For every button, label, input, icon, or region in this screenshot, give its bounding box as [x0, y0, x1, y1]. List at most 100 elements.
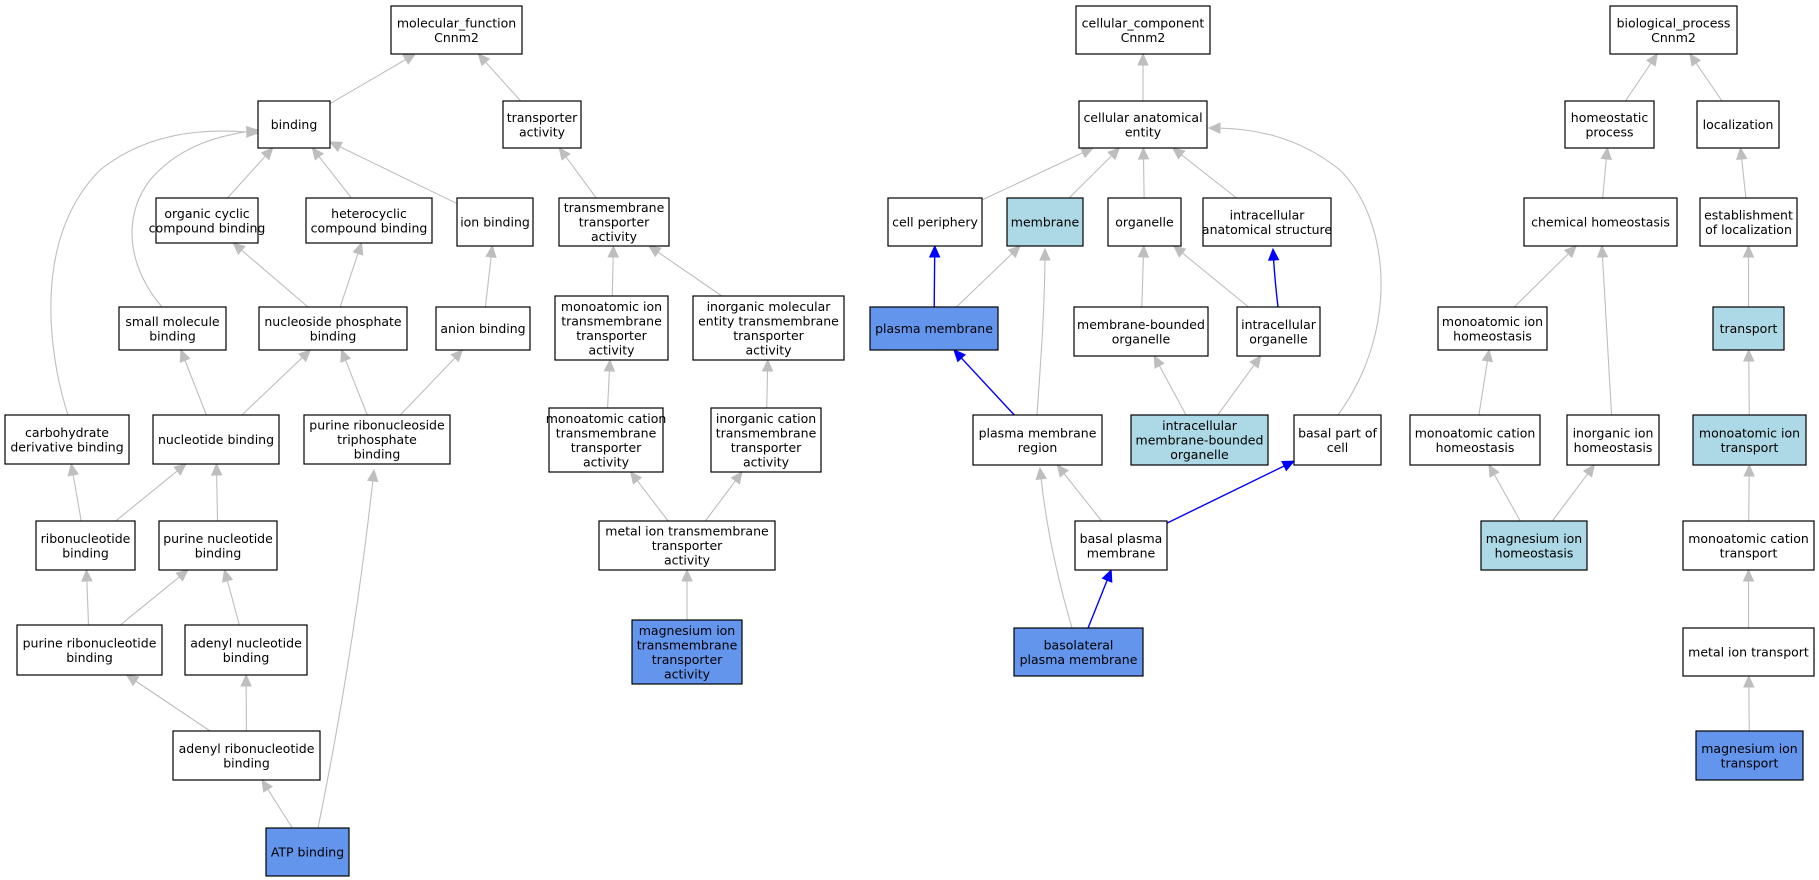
node-box [258, 306, 408, 351]
node-label-line: activity [664, 553, 711, 568]
node-plasmamem[interactable]: plasma membrane [869, 306, 999, 351]
edge-monoion_tm-to-tmta [611, 256, 614, 297]
node-box [1202, 197, 1332, 247]
node-box [1695, 730, 1804, 781]
edge-ribob-to-carbo [72, 474, 82, 522]
node-box [887, 197, 983, 247]
node-membrane[interactable]: membrane [1006, 197, 1084, 247]
arrowhead-estab-to-local [1736, 146, 1748, 161]
node-label: localization [1703, 117, 1774, 132]
node-atp[interactable]: ATP binding [265, 827, 350, 877]
arrowhead-intramembound-to-intraorg [1249, 355, 1262, 369]
node-chemhomeo[interactable]: chemical homeostasis [1523, 197, 1678, 247]
node-label-line: derivative binding [10, 439, 123, 454]
arrowhead-ribob-to-carbo [67, 462, 79, 477]
arrowhead-monocattrans-to-monoiontrans [1743, 463, 1755, 477]
node-anionb[interactable]: anion binding [435, 306, 531, 351]
node-cellper[interactable]: cell periphery [887, 197, 983, 247]
node-binding[interactable]: binding [257, 100, 331, 149]
arrowhead-plasmamem-to-membrane [1007, 245, 1021, 259]
node-label-line: metal ion transmembrane [605, 524, 769, 539]
node-organelle[interactable]: organelle [1107, 197, 1182, 247]
arrowhead-orgcyc-to-binding [260, 147, 274, 161]
arrowhead-adenylribo-to-purribo [125, 674, 140, 687]
node-label-line: cell [1327, 440, 1349, 455]
node-label-line: transporter [507, 110, 578, 125]
node-label-line: organic cyclic [164, 206, 249, 221]
node-label: transport [1720, 321, 1778, 336]
edge-atp-to-purtri [317, 469, 375, 829]
edge-transporter-to-mf [485, 61, 522, 102]
node-label-line: monoatomic cation [546, 411, 667, 426]
node-label-line: cell periphery [892, 215, 978, 230]
node-nucb[interactable]: nucleotide binding [152, 414, 280, 465]
edge-adenylnuc-to-purnucb [226, 580, 240, 626]
node-label-line: binding [271, 117, 318, 132]
node-label-line: transporter [652, 652, 723, 667]
node-box [158, 520, 278, 571]
node-transport[interactable]: transport [1712, 306, 1785, 351]
node-local[interactable]: localization [1696, 100, 1780, 149]
arrowhead-purtri-to-nucphos [340, 348, 352, 363]
node-metaliontrans[interactable]: metal ion transport [1682, 627, 1815, 677]
arrowhead-inorghomeo-to-chemhomeo [1596, 244, 1609, 258]
node-label-line: transport [1721, 755, 1779, 770]
node-box [1712, 306, 1785, 351]
edge-mghomeo-to-inorghomeo [1551, 473, 1589, 522]
edge-tmta-to-transporter [565, 156, 597, 199]
node-box [1107, 197, 1182, 247]
edge-metalion_tm-to-monocat_tm [636, 480, 669, 522]
edge-purribo-to-purnucb [119, 576, 180, 626]
arrowhead-homeo-to-bp [1646, 52, 1658, 67]
edge-nucphos-to-orgcyc [241, 249, 309, 308]
arrowhead-hetcyc-to-binding [311, 147, 324, 161]
node-ionb[interactable]: ion binding [456, 197, 534, 247]
node-box [502, 100, 582, 149]
